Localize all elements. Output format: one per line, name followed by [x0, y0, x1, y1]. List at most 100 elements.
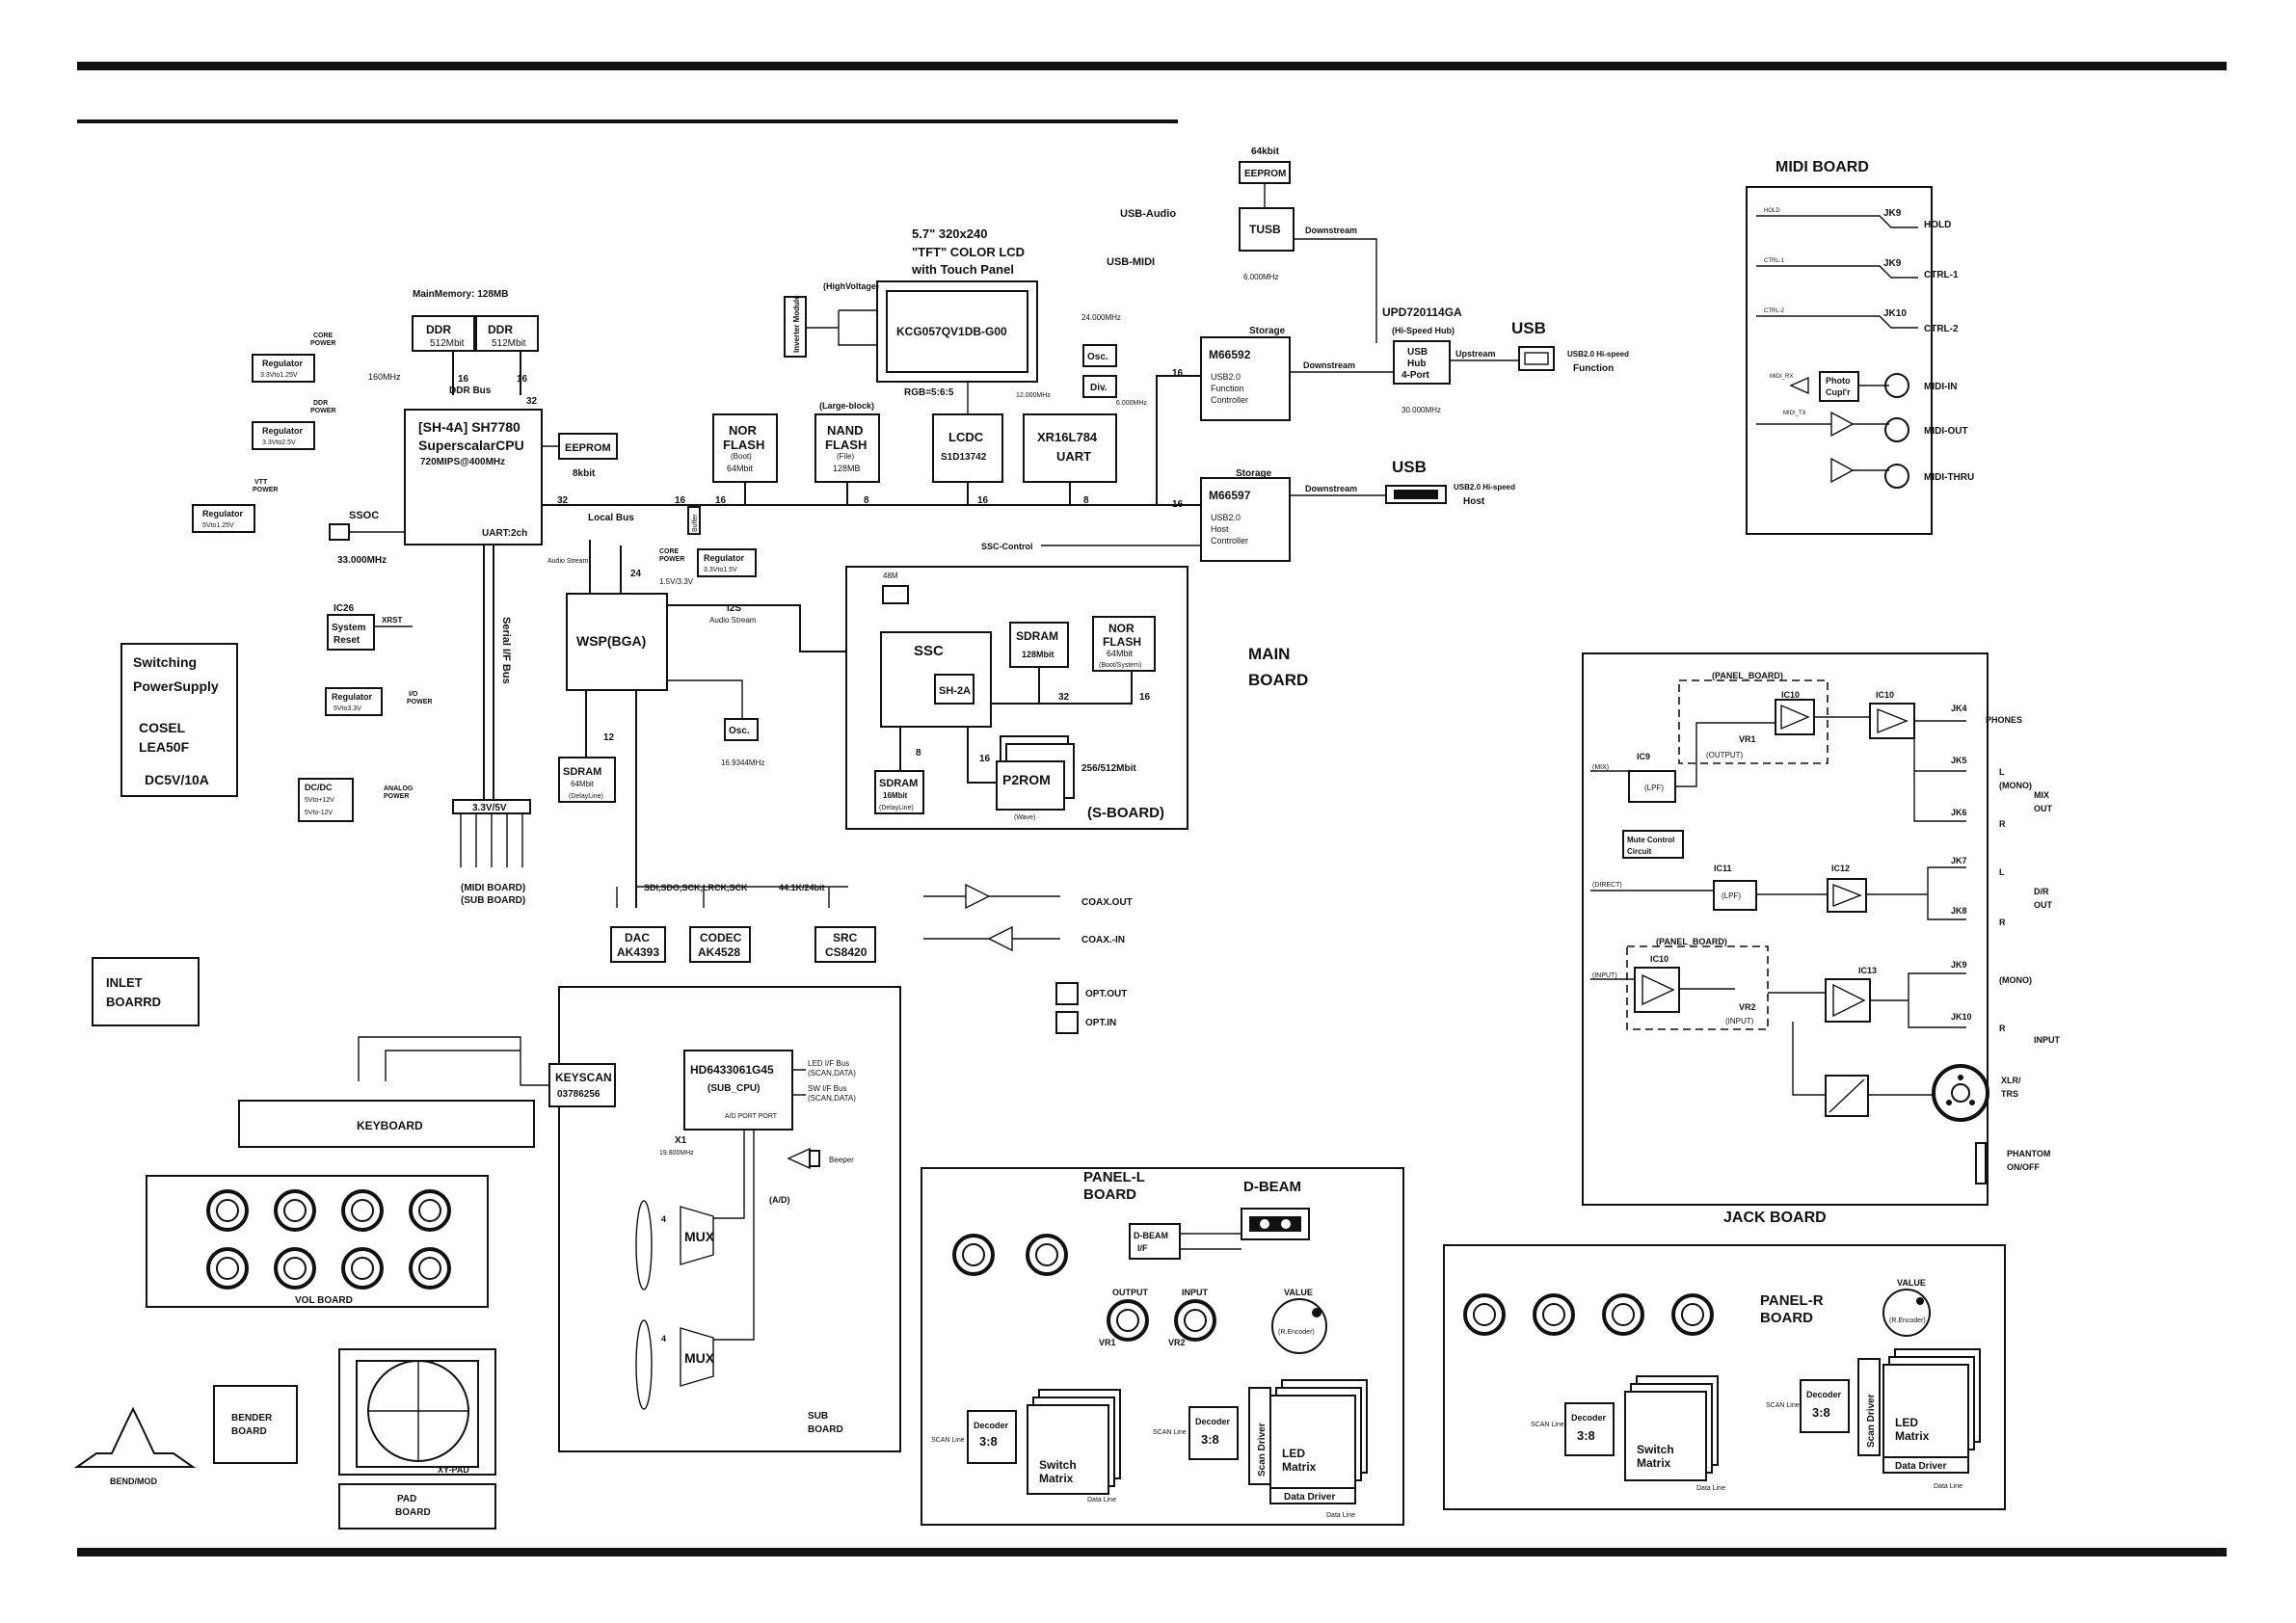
panel-r-scan-driver	[1857, 1358, 1881, 1456]
path-shape	[923, 925, 1060, 952]
main-board-title: MAIN	[1248, 645, 1290, 663]
main_board-nand-l1-label: NAND	[827, 423, 864, 438]
path-shape	[1832, 983, 1866, 1018]
panel_l-vr2-label: VR2	[1168, 1338, 1186, 1347]
switching-power-supply	[120, 643, 238, 797]
midi-in-port[interactable]	[1884, 373, 1909, 398]
panel_l-title_l1-label: PANEL-L	[1083, 1169, 1145, 1185]
main_board-m66597-name-label: M66597	[1209, 489, 1251, 502]
main_board-m66597-l4-label: Controller	[1211, 536, 1248, 545]
sub-board: SUB BOARD HD6433061G45 (SUB_CPU) A/D POR…	[558, 986, 901, 1452]
s_board-sdram2-sub-label: (DelayLine)	[879, 805, 914, 812]
nand-flash	[814, 413, 880, 483]
ddr-2-size: 512Mbit	[492, 338, 526, 349]
jack_board-labels-input-label: INPUT	[2034, 1035, 2061, 1045]
midi_board-jacks-1-sig-label: CTRL-1	[1764, 258, 1785, 264]
panel-r-value-encoder[interactable]	[1882, 1289, 1931, 1337]
main_board-codec-l1-label: CODEC	[700, 931, 742, 945]
jack_board-labels-r-label: R	[1999, 819, 2006, 829]
main_board-nor_boot-l3-label: (Boot)	[731, 452, 752, 461]
keyboard[interactable]	[238, 1100, 535, 1148]
main_board-wsp-audio_stream-label: Audio Stream	[547, 558, 589, 565]
ssoc-freq: 33.000MHz	[337, 555, 387, 566]
panel_r-decoder-l2-label: 3:8	[1577, 1428, 1595, 1443]
path-shape	[1642, 973, 1675, 1006]
photo-coupler	[1819, 371, 1859, 402]
bender-lever[interactable]	[73, 1406, 197, 1468]
circle-shape	[1916, 1297, 1924, 1305]
panel_r-title_l1-label: PANEL-R	[1760, 1292, 1824, 1309]
optical-out-connector[interactable]	[1055, 982, 1079, 1005]
value-encoder[interactable]	[1271, 1298, 1327, 1354]
panel-r-switch-matrix	[1624, 1391, 1707, 1481]
s_board-sdram2-size-label: 16Mbit	[883, 791, 908, 800]
jack_board-jacks-6-label: JK10	[1951, 1012, 1972, 1022]
jack_board-mix-label: (MIX)	[1592, 764, 1609, 771]
circle-shape	[283, 1199, 307, 1222]
circle-shape	[1542, 1303, 1565, 1326]
circle-shape	[351, 1257, 374, 1280]
ddr-w16-b: 16	[517, 374, 528, 385]
main_board-m66597-l2-label: USB2.0	[1211, 513, 1241, 522]
p2rom-chip	[996, 760, 1065, 811]
optical-in-connector[interactable]	[1055, 1011, 1079, 1034]
jack_board-labels-mix_out_1-label: MIX	[2034, 790, 2049, 800]
m66592-usb-function	[1200, 336, 1291, 421]
phantom-switch[interactable]	[1975, 1142, 1987, 1184]
jack_board-labels-r-label: R	[1999, 1024, 2006, 1033]
main_board-regulators-dcdc-label2-label: POWER	[384, 793, 409, 800]
inverter-module	[784, 296, 807, 358]
main_board-lcd-l3-label: with Touch Panel	[911, 262, 1014, 277]
main_board-hub-l3-label: Hub	[1407, 359, 1426, 369]
panel_r-data_driver-label: Data Driver	[1895, 1461, 1946, 1472]
main_board-osc-label: Osc.	[1087, 352, 1108, 362]
main_board-psu-l3-label: COSEL	[139, 720, 186, 735]
s_board-w32-label: 32	[1058, 692, 1070, 703]
s_board-nor-l3-label: 64Mbit	[1107, 649, 1134, 658]
ddr-w32: 32	[526, 396, 538, 407]
jack_board-labels-phantom1-label: PHANTOM	[2007, 1149, 2050, 1158]
xy-pad[interactable]	[356, 1360, 479, 1468]
main_board-w-w8-label: 8	[864, 495, 869, 506]
main_board-wsp-i2s-label: I2S	[727, 603, 741, 614]
main_board-nor_boot-l1-label: NOR	[729, 423, 758, 438]
main_board-regulators-r4-name-label: Regulator	[332, 692, 373, 702]
regulator-io	[325, 687, 383, 716]
circle-shape	[1312, 1308, 1322, 1317]
beeper	[809, 1150, 820, 1167]
panel_r-encoder-label: (R.Encoder)	[1889, 1317, 1926, 1324]
main_board-nor_boot-l4-label: 64Mbit	[727, 464, 754, 473]
main_board-lcdc-l2-label: S1D13742	[941, 452, 987, 463]
panel_l-dbeam_if-l2-label: I/F	[1137, 1243, 1148, 1253]
s-board: (S-BOARD) 48M SSC SH-2A SDRAM 128Mbit NO…	[845, 566, 1188, 830]
panel_l-output-label: OUTPUT	[1112, 1288, 1149, 1297]
panel_l-data_driver-label: Data Driver	[1284, 1492, 1335, 1503]
regulator-vtt	[192, 504, 255, 533]
jack_board-labels-mix_out_2-label: OUT	[2034, 804, 2053, 813]
midi-thru-port[interactable]	[1884, 464, 1909, 489]
path-shape	[358, 1036, 549, 1086]
ellipse-shape	[635, 1319, 653, 1410]
xy_pad-label: XY-PAD	[438, 1465, 469, 1475]
path-shape	[460, 813, 523, 867]
main_board-regulators-r2-val-label: 3.3Vto2.5V	[262, 439, 296, 446]
main_board-wsp-audio_stream2-label: Audio Stream	[709, 616, 757, 625]
main_board-regulators-r1-label1-label: CORE	[313, 333, 334, 339]
panel_r-switch_matrix-l1-label: Switch	[1637, 1443, 1674, 1456]
panel_l-led_matrix-l1-label: LED	[1282, 1447, 1305, 1460]
panel-r-board: PANEL-R BOARD VALUE (R.Encoder) SCAN Lin…	[1443, 1244, 2006, 1510]
panel_l-title_l2-label: BOARD	[1083, 1186, 1136, 1203]
panel-l-decoder	[967, 1410, 1017, 1464]
sh2a-core	[934, 674, 974, 705]
regulator-core	[252, 354, 315, 383]
main_board-hub-l1-label: (Hi-Speed Hub)	[1392, 326, 1455, 335]
midi_board-jacks-2-sig-label: CTRL-2	[1764, 308, 1785, 314]
jack_board-vr2-label: VR2	[1739, 1002, 1756, 1012]
midi-out-port[interactable]	[1884, 417, 1909, 442]
eeprom-cpu-name: EEPROM	[565, 442, 611, 454]
jack_board-jacks-1-label: JK5	[1951, 756, 1967, 765]
main_board-f6-label: 6.000MHz	[1116, 400, 1147, 407]
jack_board-panel1-label: (PANEL_BOARD)	[1712, 671, 1783, 680]
midi_board-title-label: MIDI BOARD	[1775, 159, 1869, 175]
s_board-xtal-label: 48M	[883, 572, 898, 580]
